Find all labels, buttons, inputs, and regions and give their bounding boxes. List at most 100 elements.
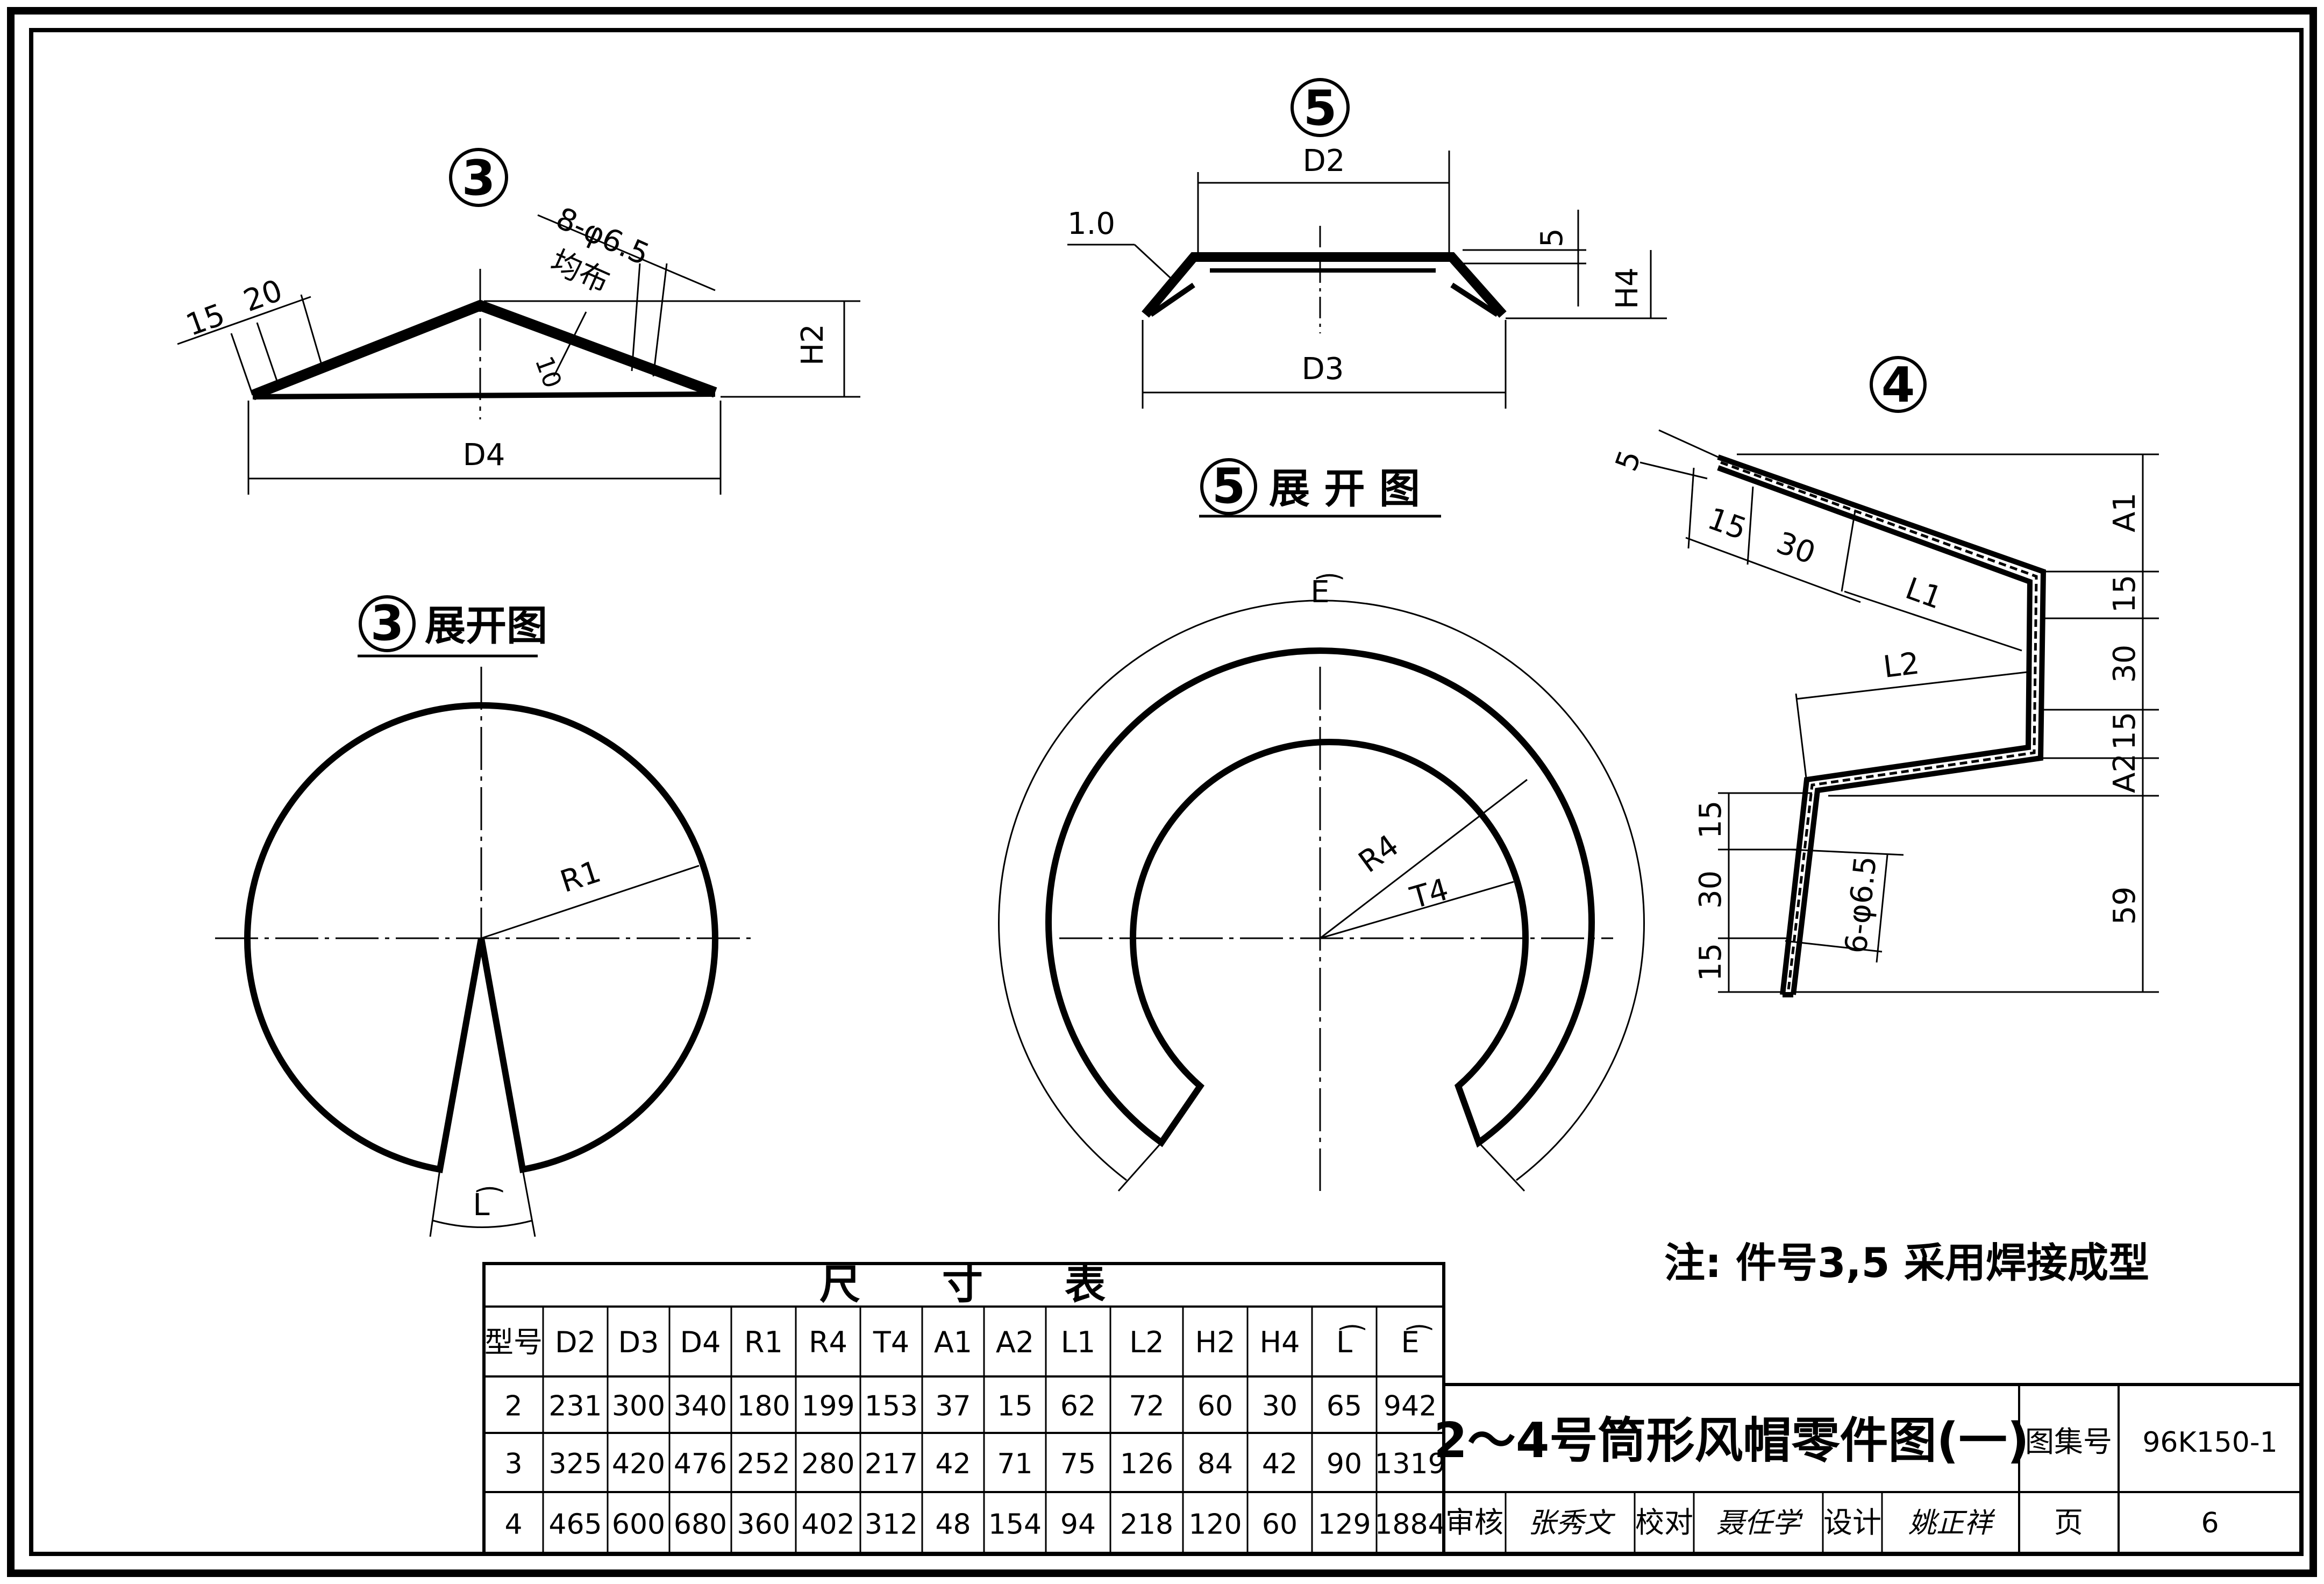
part3-dim-h2: H2	[795, 324, 830, 366]
table-cell: 153	[865, 1390, 918, 1423]
part4-dim-l2: L2	[1881, 646, 1921, 685]
outer-border	[7, 7, 2317, 1577]
table-cell: 120	[1188, 1509, 1242, 1541]
table-cell: 420	[612, 1448, 665, 1480]
part5-dev-sector	[1045, 647, 1595, 1148]
table-header-cell: R4	[809, 1325, 847, 1359]
table-header-cell: H2	[1195, 1325, 1236, 1359]
title-block: 2～4号筒形风帽零件图(一) 图集号 96K150-1 审核 张秀文 校对 聂任…	[1434, 1383, 2303, 1556]
part5-dim-d2: D2	[1303, 144, 1345, 179]
table-cell: 65	[1327, 1390, 1362, 1423]
part3-dim-20: 20	[239, 273, 287, 319]
part3-dev-title: 展开图	[425, 602, 547, 650]
atlas-number: 96K150-1	[2142, 1426, 2277, 1459]
part5-development: 5 展 开 图 E͡ R4 T4	[998, 458, 1645, 1192]
part4-dim-l1: L1	[1901, 571, 1947, 616]
table-cell: 231	[548, 1390, 602, 1423]
part3-dim-d4: D4	[463, 438, 505, 473]
part3-dev-r1: R1	[556, 854, 605, 900]
table-cell: 42	[935, 1448, 971, 1480]
table-header-cell: D4	[680, 1325, 721, 1359]
part5-dev-title: 展 开 图	[1269, 465, 1420, 512]
review-label: 审核	[1445, 1505, 1503, 1539]
part3-number-circle	[449, 148, 508, 207]
table-cell: 60	[1262, 1509, 1298, 1541]
table-cell: 72	[1129, 1390, 1164, 1423]
part5-profile-outer	[1142, 252, 1507, 318]
part4-dim-15e: 15	[1693, 943, 1728, 981]
table-cell: 4	[504, 1509, 522, 1541]
part5-dim-d3: D3	[1302, 352, 1344, 387]
page-number: 6	[2201, 1507, 2219, 1539]
part5-dev-number: 5	[1212, 458, 1246, 515]
part4-profile-outer	[1717, 454, 2047, 995]
table-cell: 154	[988, 1509, 1042, 1541]
table-header-cell: A2	[996, 1325, 1034, 1359]
part4-view: 4 5 15 30 L1 L2 A1 15 30 15 A2	[1609, 356, 2159, 997]
table-cell: 37	[935, 1390, 971, 1423]
part4-dim-30b: 30	[2107, 645, 2142, 683]
table-cell: 218	[1120, 1509, 1173, 1541]
part3-dev-arc: L͡	[473, 1187, 503, 1223]
table-header-cell: R1	[744, 1325, 783, 1359]
part3-development: 3 展开图 R1 L͡	[215, 595, 753, 1237]
part3-dev-number-circle	[359, 595, 416, 652]
table-cell: 71	[997, 1448, 1032, 1480]
part4-dim-15c: 15	[2107, 712, 2142, 750]
table-cell: 402	[801, 1509, 854, 1541]
drawing-title: 2～4号筒形风帽零件图(一)	[1434, 1412, 2029, 1469]
table-cell: 252	[737, 1448, 790, 1480]
part5-dim-h4: H4	[1610, 267, 1645, 309]
check-label: 校对	[1635, 1505, 1693, 1539]
part5-number: 5	[1303, 80, 1337, 137]
table-cell: 60	[1197, 1390, 1233, 1423]
table-cell: 75	[1060, 1448, 1096, 1480]
part5-dim-5: 5	[1535, 228, 1570, 247]
part5-number-circle	[1291, 78, 1350, 137]
table-cell: 680	[674, 1509, 727, 1541]
part4-number: 4	[1881, 357, 1915, 413]
table-cell: 30	[1262, 1390, 1298, 1423]
review-signature: 张秀文	[1528, 1507, 1616, 1539]
table-header-cell: L2	[1129, 1325, 1164, 1359]
table-header-cell: H4	[1260, 1325, 1300, 1359]
table-header-cell: A1	[934, 1325, 972, 1359]
part4-profile-inner	[1717, 465, 2033, 995]
table-cell: 325	[548, 1448, 602, 1480]
part5-dev-number-circle	[1200, 458, 1257, 515]
table-header-cell: E͡	[1401, 1325, 1432, 1359]
part4-dim-5: 5	[1609, 446, 1648, 476]
table-cell: 300	[612, 1390, 665, 1423]
page-label: 页	[2054, 1505, 2083, 1539]
table-cell: 2	[504, 1390, 522, 1423]
part5-dev-arc-e	[998, 600, 1645, 1181]
table-header-cell: L͡	[1336, 1325, 1366, 1359]
table-cell: 84	[1197, 1448, 1233, 1480]
table-cell: 1884	[1374, 1509, 1445, 1541]
part3-view: 3 15 20 8-φ6.5 均布 10 H2 D4	[177, 148, 860, 495]
table-cell: 15	[997, 1390, 1032, 1423]
table-cell: 942	[1384, 1390, 1437, 1423]
part4-dim-30a: 30	[1772, 525, 1820, 571]
table-cell: 3	[504, 1448, 522, 1480]
part3-dev-number: 3	[370, 595, 404, 652]
table-cell: 48	[935, 1509, 971, 1541]
table-cell: 42	[1262, 1448, 1298, 1480]
table-header-cell: 型号	[484, 1325, 543, 1359]
design-signature: 姚正祥	[1908, 1507, 1995, 1539]
part4-holes: 6-φ6.5	[1838, 854, 1884, 955]
table-cell: 312	[865, 1509, 918, 1541]
table-cell: 217	[865, 1448, 918, 1480]
table-header-cell: T4	[873, 1325, 909, 1359]
part4-dim-15b: 15	[2107, 575, 2142, 613]
table-cell: 90	[1327, 1448, 1362, 1480]
table-cell: 360	[737, 1509, 790, 1541]
part4-dim-a2: A2	[2107, 753, 2142, 793]
table-cell: 94	[1060, 1509, 1096, 1541]
part4-dim-a1: A1	[2107, 493, 2142, 532]
table-cell: 129	[1317, 1509, 1371, 1541]
part4-dim-15a: 15	[1703, 501, 1751, 547]
table-title: 尺 寸 表	[819, 1260, 1106, 1308]
